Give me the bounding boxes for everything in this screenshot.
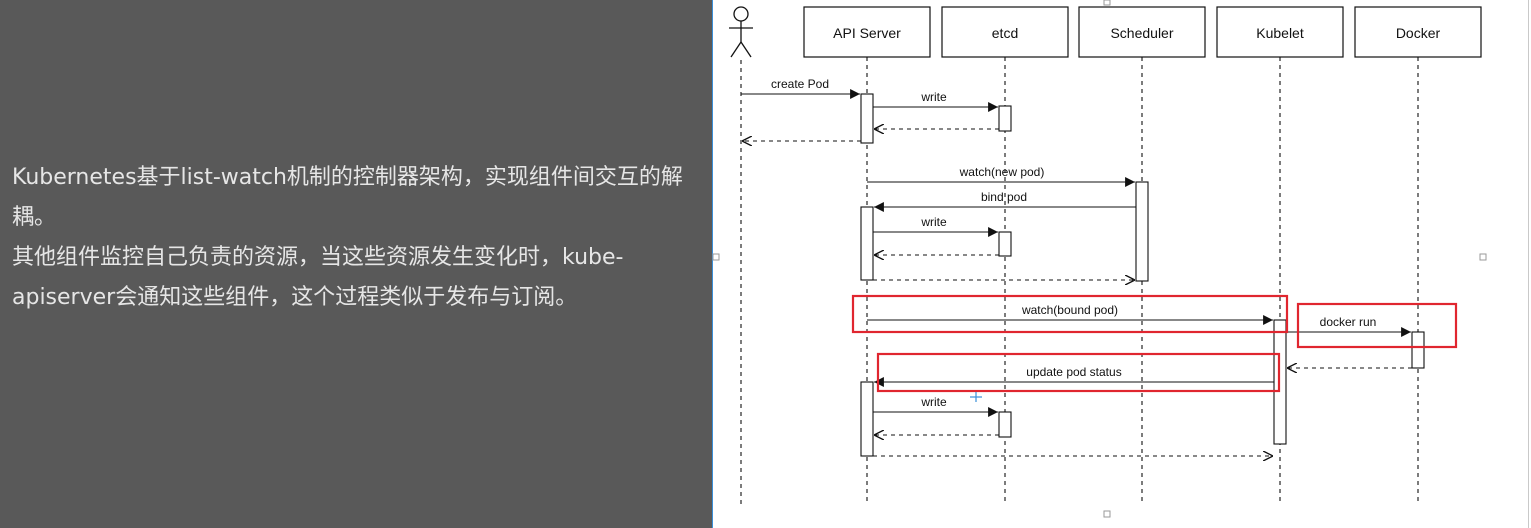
- participant-label-scheduler: Scheduler: [1110, 25, 1173, 41]
- participant-etcd: etcd: [941, 6, 1069, 58]
- activation-api-server-3: [860, 381, 874, 457]
- resize-handle-left[interactable]: [712, 253, 720, 261]
- participant-label-kubelet: Kubelet: [1256, 25, 1304, 41]
- highlight-docker-run: [1296, 302, 1458, 349]
- sequence-diagram: API Server etcd Scheduler Kubelet Docker: [712, 0, 1487, 518]
- label-write-3: write: [920, 395, 947, 409]
- participant-api-server: API Server: [803, 6, 931, 58]
- label-watch-new-pod: watch(new pod): [959, 165, 1045, 179]
- resize-handle-top[interactable]: [1103, 0, 1111, 6]
- participant-label-etcd: etcd: [992, 25, 1018, 41]
- cursor-crosshair-icon: [970, 392, 982, 402]
- label-create-pod: create Pod: [771, 77, 829, 91]
- label-write-2: write: [920, 215, 947, 229]
- activation-api-server-2: [860, 206, 874, 281]
- description-text: Kubernetes基于list-watch机制的控制器架构，实现组件间交互的解…: [12, 158, 702, 318]
- user-actor-icon: [729, 6, 753, 58]
- resize-handle-bottom[interactable]: [1103, 510, 1111, 518]
- slide-text-panel: Kubernetes基于list-watch机制的控制器架构，实现组件间交互的解…: [0, 0, 712, 528]
- participant-label-docker: Docker: [1396, 25, 1441, 41]
- diagram-canvas: [712, 0, 1531, 528]
- activation-etcd-2: [998, 231, 1012, 257]
- description-line-1: Kubernetes基于list-watch机制的控制器架构，实现组件间交互的解…: [12, 165, 683, 230]
- participant-scheduler: Scheduler: [1078, 6, 1206, 58]
- label-docker-run: docker run: [1320, 315, 1377, 329]
- canvas-right-edge: [1528, 0, 1529, 528]
- resize-handle-right[interactable]: [1479, 253, 1487, 261]
- label-watch-bound-pod: watch(bound pod): [1021, 303, 1118, 317]
- selection-frame-edge: [712, 0, 713, 528]
- activation-scheduler: [1135, 181, 1149, 282]
- label-bind-pod: bind pod: [981, 190, 1027, 204]
- label-write-1: write: [920, 90, 947, 104]
- description-line-2: 其他组件监控自己负责的资源，当这些资源发生变化时，kube-apiserver会…: [12, 245, 624, 310]
- activation-etcd-1: [998, 105, 1012, 132]
- activation-api-server-1: [860, 93, 874, 144]
- participant-label-api-server: API Server: [833, 25, 901, 41]
- activation-docker: [1411, 331, 1425, 369]
- label-update-pod-status: update pod status: [1026, 365, 1121, 379]
- highlight-update-pod-status: [876, 352, 1281, 393]
- highlight-watch-bound-pod: [851, 294, 1289, 334]
- activation-etcd-3: [998, 411, 1012, 438]
- participant-docker: Docker: [1354, 6, 1482, 58]
- participant-kubelet: Kubelet: [1216, 6, 1344, 58]
